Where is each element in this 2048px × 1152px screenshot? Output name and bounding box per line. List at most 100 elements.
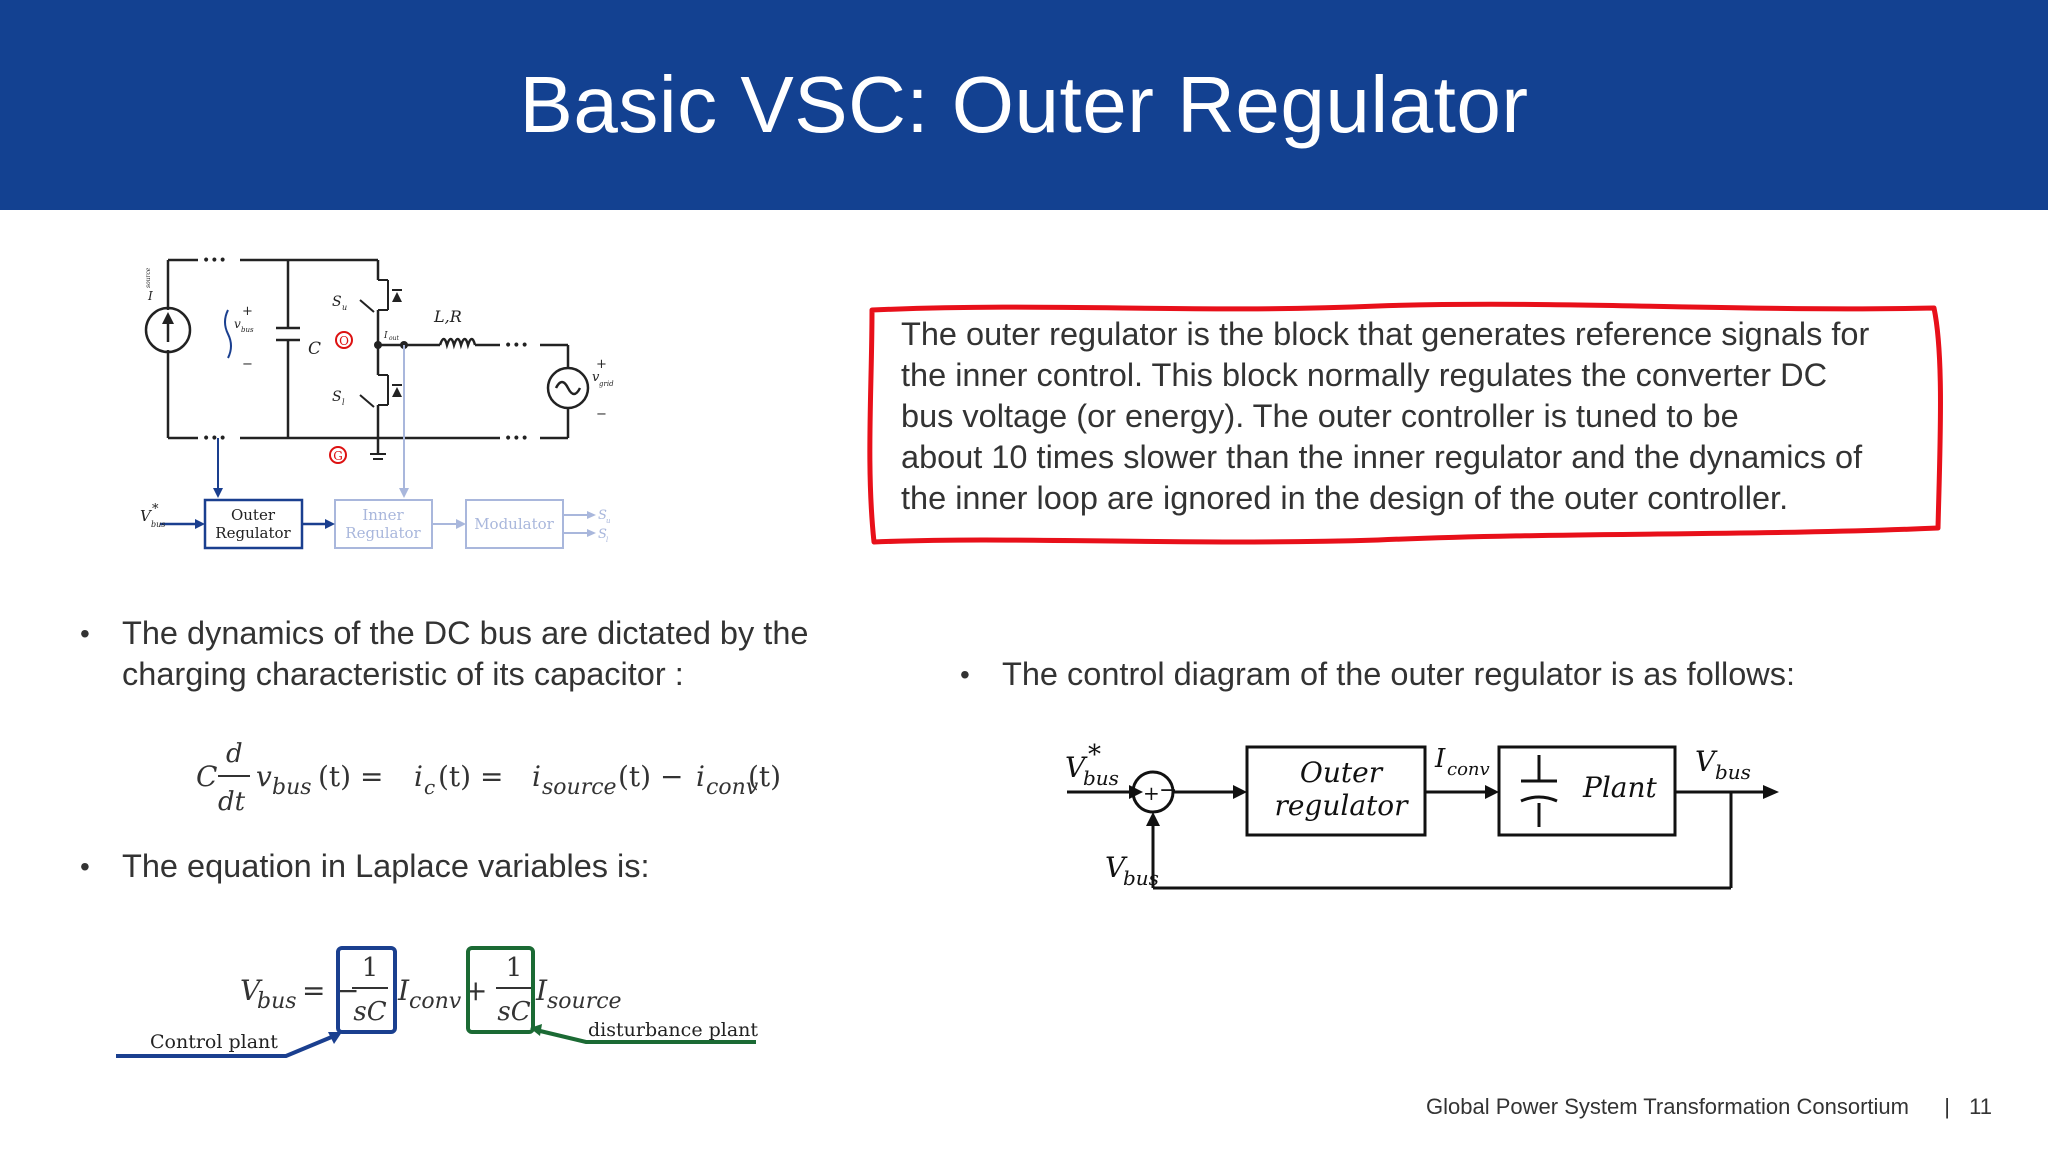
eq1-v-sub: bus	[272, 775, 312, 800]
v-grid-label: v	[592, 370, 600, 385]
eq2-isource-sub: source	[547, 989, 622, 1014]
v-grid-minus: −	[596, 407, 607, 422]
callout-line-4: about 10 times slower than the inner reg…	[901, 439, 1863, 475]
circuit-dots-out-bottom: •••	[504, 431, 529, 447]
eq2-iconv: I	[397, 974, 410, 1007]
ctrl-vout-sub: bus	[1715, 760, 1751, 784]
callout-line-1: The outer regulator is the block that ge…	[901, 316, 1870, 352]
bullet-marker: •	[960, 659, 970, 690]
slide-title: Basic VSC: Outer Regulator	[519, 60, 1529, 149]
eq1-ic-sub: c	[424, 775, 435, 799]
eq1-iconv-sub: conv	[706, 775, 759, 800]
control-plant-label: Control plant	[150, 1031, 278, 1053]
eq1-v: v	[256, 760, 272, 793]
callout-border	[867, 301, 1943, 545]
bullet-laplace: • The equation in Laplace variables is:	[80, 846, 942, 887]
capacitor-label: C	[308, 339, 321, 359]
page-number: 11	[1969, 1094, 1992, 1119]
ctrl-vfb: V	[1105, 851, 1128, 884]
eq1-d: d	[226, 739, 243, 769]
circuit-dots-out-top: •••	[504, 338, 529, 354]
bullet-dc-bus-line-1: The dynamics of the DC bus are dictated …	[122, 615, 809, 651]
footer-org: Global Power System Transformation Conso…	[1426, 1094, 1909, 1119]
i-out-sub: out	[389, 335, 399, 342]
eq1-t4: (t)	[748, 760, 781, 793]
out-su-label: S	[598, 508, 607, 523]
circuit-dots-top: •••	[202, 253, 227, 269]
out-sl-sub: l	[606, 536, 608, 544]
slide-header: Basic VSC: Outer Regulator	[0, 0, 2048, 210]
footer-separator: |	[1944, 1094, 1950, 1119]
outer-regulator-block-l1: Outer	[231, 506, 276, 524]
callout-line-2: the inner control. This block normally r…	[901, 357, 1828, 393]
eq2-v: V	[240, 974, 263, 1007]
laplace-equation: V bus = − 1 sC I conv + 1 sC I source Co…	[116, 946, 758, 1058]
switch-lower-sub: l	[342, 398, 345, 407]
eq1-ic: i	[414, 760, 423, 793]
inner-regulator-block-l1: Inner	[362, 506, 404, 524]
v-bus-plus: +	[242, 304, 253, 319]
vsc-circuit-diagram: O G ••• ••• ••• ••• I source v bus + − C…	[140, 253, 614, 550]
eq2-iconv-sub: conv	[409, 989, 462, 1014]
i-out-label: I	[383, 331, 388, 341]
bullet-control-diagram: • The control diagram of the outer regul…	[960, 654, 2002, 695]
ctrl-vref-sub: bus	[1083, 766, 1119, 790]
node-g-label: G	[333, 449, 343, 463]
eq1-iconv: i	[696, 760, 705, 793]
capacitor-equation: C d dt v bus (t) = i c (t) = i source (t…	[196, 739, 781, 817]
ctrl-iconv: I	[1434, 744, 1446, 774]
eq2-num2: 1	[506, 953, 523, 983]
bullet-dc-bus-dynamics: • The dynamics of the DC bus are dictate…	[80, 613, 942, 695]
ctrl-outer-l2: regulator	[1274, 789, 1409, 822]
bullet-marker: •	[80, 851, 90, 882]
inductor-label: L,R	[433, 307, 462, 326]
v-bus-label: v	[234, 317, 241, 331]
v-bus-ref-sub: bus	[151, 520, 165, 529]
switch-upper-sub: u	[342, 303, 347, 312]
eq2-isource: I	[535, 974, 548, 1007]
callout-text: The outer regulator is the block that ge…	[901, 314, 1931, 519]
inner-regulator-block-l2: Regulator	[345, 524, 421, 542]
eq2-num1: 1	[362, 953, 379, 983]
ctrl-sum-plus: +	[1143, 781, 1160, 805]
out-sl-label: S	[598, 527, 607, 542]
disturbance-plant-box	[466, 946, 535, 1034]
i-source-sub: source	[145, 267, 152, 288]
v-bus-minus: −	[242, 357, 253, 372]
bullet-dc-bus-line-2: charging characteristic of its capacitor…	[122, 656, 684, 692]
outer-regulator-block-l2: Regulator	[215, 524, 291, 542]
v-bus-sub: bus	[241, 326, 254, 334]
eq1-t1: (t) =	[318, 760, 383, 793]
bullet-laplace-text: The equation in Laplace variables is:	[122, 848, 650, 884]
v-grid-plus: +	[596, 357, 607, 372]
ctrl-vout: V	[1695, 745, 1718, 778]
out-su-sub: u	[606, 517, 611, 525]
v-bus-ref-sup: *	[152, 502, 159, 517]
switch-upper-label: S	[332, 294, 342, 310]
eq2-den1: sC	[353, 997, 386, 1027]
i-source-label: I	[147, 289, 153, 303]
switch-lower-label: S	[332, 389, 342, 405]
eq2-den2: sC	[497, 997, 530, 1027]
node-o-label: O	[339, 334, 349, 348]
v-bus-ref-label: V	[140, 507, 153, 525]
v-grid-sub: grid	[599, 380, 614, 388]
eq1-isource: i	[532, 760, 541, 793]
bullet-marker: •	[80, 618, 90, 649]
disturbance-plant-label: disturbance plant	[588, 1019, 758, 1041]
callout-line-3: bus voltage (or energy). The outer contr…	[901, 398, 1739, 434]
outer-loop-block-diagram: V bus * + − Outer regulator I conv Plant…	[1065, 740, 1779, 890]
bullet-control-diagram-text: The control diagram of the outer regulat…	[1002, 656, 1796, 692]
eq1-dt: dt	[218, 787, 246, 817]
eq2-eq: =	[302, 974, 325, 1007]
modulator-block: Modulator	[474, 515, 554, 533]
eq2-v-sub: bus	[257, 989, 297, 1014]
circuit-dots-bottom: •••	[202, 431, 227, 447]
ctrl-vref: V	[1065, 751, 1088, 784]
eq1-isource-sub: source	[542, 775, 617, 800]
ctrl-plant: Plant	[1582, 771, 1658, 804]
ctrl-iconv-sub: conv	[1447, 759, 1490, 780]
eq1-c: C	[196, 760, 217, 793]
eq1-t2: (t) =	[438, 760, 503, 793]
slide-footer: Global Power System Transformation Conso…	[0, 1094, 2048, 1124]
